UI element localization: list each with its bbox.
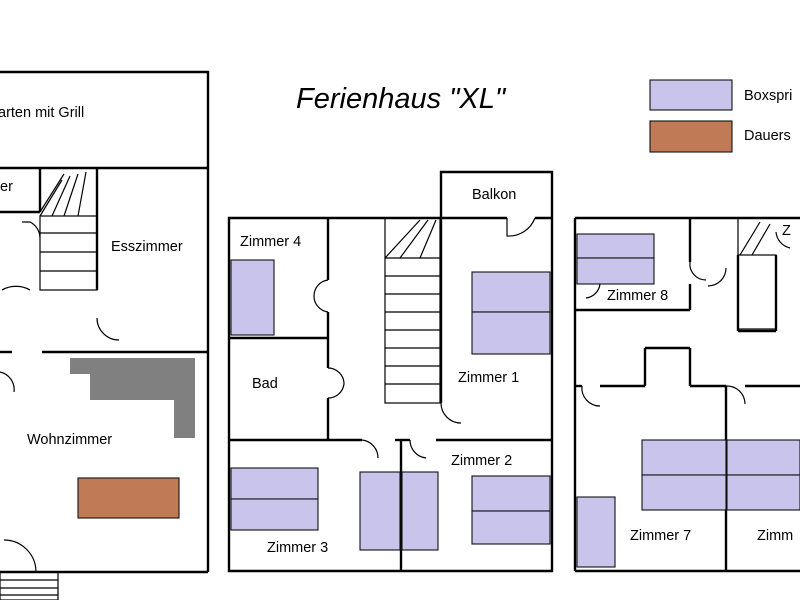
label-bath: Bad — [252, 376, 278, 392]
legend-label-sofa-bed: Dauers — [744, 128, 791, 144]
bed-room2-a — [471, 475, 551, 512]
legend: Boxspri Dauers — [649, 79, 792, 153]
label-room2: Zimmer 2 — [451, 453, 512, 469]
label-room-cut-bottom: Zimm — [757, 528, 793, 544]
floor-first: Balkon Zimmer 4 Bad Zimmer 1 Zimmer 2 Zi… — [227, 170, 554, 573]
floor-second: Zimmer 8 Zimmer 7 Z Zimm — [573, 216, 800, 573]
bed-room7-a — [576, 496, 616, 568]
label-living-room: Wohnzimmer — [27, 432, 112, 448]
bed-room3-b — [230, 498, 319, 531]
label-garden: arten mit Grill — [0, 105, 84, 121]
bed-room8-b — [576, 257, 655, 285]
floor-ground: arten mit Grill er Esszimmer Wohnzimmer — [0, 70, 210, 600]
label-room8: Zimmer 8 — [607, 288, 668, 304]
bed-room1-a — [471, 271, 551, 313]
label-room-cut-top: Z — [782, 223, 791, 239]
label-small-room: er — [0, 179, 13, 195]
bed-room8-a — [576, 233, 655, 259]
label-room4: Zimmer 4 — [240, 234, 301, 250]
bed-room-cut-b — [726, 474, 800, 511]
label-room3: Zimmer 3 — [267, 540, 328, 556]
fireplace — [70, 358, 195, 438]
garden-wall — [0, 70, 210, 168]
bed-room3-c — [359, 471, 401, 551]
sofa-bed-living — [77, 477, 180, 519]
bed-room3-d — [401, 471, 439, 551]
label-dining-room: Esszimmer — [111, 239, 183, 255]
legend-swatch-boxspring — [649, 79, 733, 111]
bed-room4 — [230, 259, 275, 336]
legend-swatch-sofa-bed — [649, 120, 733, 153]
bed-room2-b — [471, 510, 551, 545]
label-balcony: Balkon — [472, 187, 516, 203]
bed-room7-c — [641, 474, 727, 511]
bed-room1-b — [471, 311, 551, 355]
bed-room-cut-a — [726, 439, 800, 476]
label-room7: Zimmer 7 — [630, 528, 691, 544]
bed-room7-b — [641, 439, 727, 476]
legend-label-boxspring: Boxspri — [744, 88, 792, 104]
bed-room3-a — [230, 467, 319, 500]
label-room1: Zimmer 1 — [458, 370, 519, 386]
plan-title: Ferienhaus "XL" — [296, 83, 507, 115]
